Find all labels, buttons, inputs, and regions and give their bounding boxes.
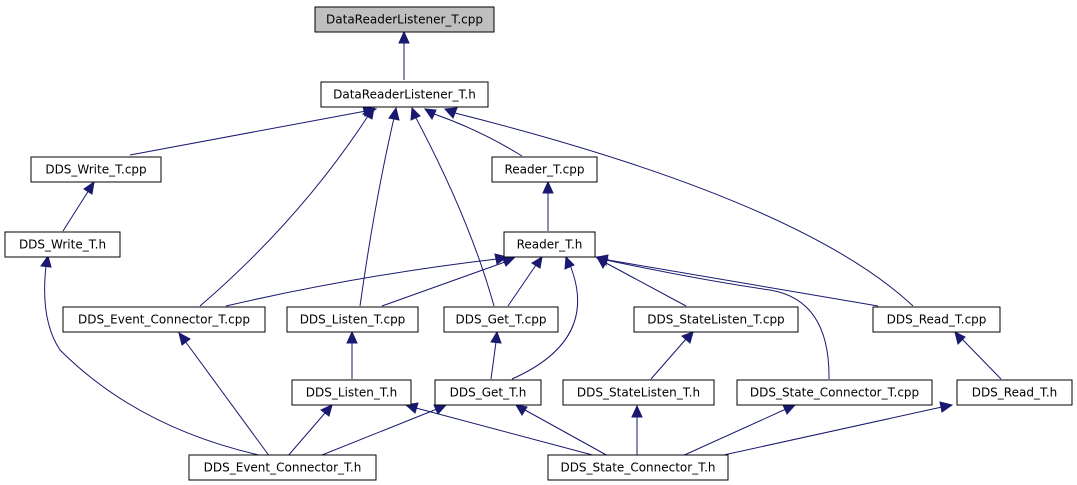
file-label: DataReaderListener_T.h xyxy=(333,88,476,102)
arrowhead xyxy=(782,404,797,415)
file-node-datareaderlistener-t-h[interactable]: DataReaderListener_T.h xyxy=(320,81,489,108)
arrowhead xyxy=(398,30,410,44)
arrowhead xyxy=(388,106,400,121)
arrowhead xyxy=(410,106,421,121)
file-label: DDS_State_Connector_T.cpp xyxy=(750,386,919,400)
file-label: DDS_Get_T.h xyxy=(450,386,527,400)
file-label: DDS_Event_Connector_T.h xyxy=(204,461,362,475)
dependency-edges xyxy=(40,30,1002,459)
file-label: DDS_Event_Connector_T.cpp xyxy=(78,313,250,327)
edge-n17-n12 xyxy=(524,409,611,458)
edge-n4-n2 xyxy=(62,189,90,232)
arrowhead xyxy=(178,332,191,346)
file-node-dds-listen-t-h[interactable]: DDS_Listen_T.h xyxy=(291,379,412,406)
file-label: DDS_StateListen_T.h xyxy=(577,386,700,400)
file-node-dds-read-t-h[interactable]: DDS_Read_T.h xyxy=(956,379,1073,406)
arrowhead xyxy=(346,330,358,344)
edge-n16-n6 xyxy=(184,340,271,458)
arrowhead xyxy=(40,254,52,268)
edge-n3-n1 xyxy=(433,113,523,157)
arrowhead xyxy=(542,180,554,194)
arrowhead xyxy=(423,108,437,121)
file-node-datareaderlistener-t-cpp[interactable]: DataReaderListener_T.cpp xyxy=(314,6,495,33)
edge-n9-n5 xyxy=(605,262,687,307)
edge-n10-n1 xyxy=(454,112,914,307)
file-node-reader-t-h[interactable]: Reader_T.h xyxy=(503,231,596,258)
file-label: Reader_T.h xyxy=(517,238,583,252)
file-label: DDS_Read_T.h xyxy=(972,386,1058,400)
edge-n12-n5 xyxy=(511,264,579,380)
file-node-dds-statelisten-t-cpp[interactable]: DDS_StateListen_T.cpp xyxy=(633,306,799,333)
file-nodes: DataReaderListener_T.cpp DataReaderListe… xyxy=(4,6,1073,481)
file-label: DDS_StateListen_T.cpp xyxy=(647,313,784,327)
edge-n6-n5 xyxy=(225,258,498,307)
edge-n12-n8 xyxy=(490,341,497,380)
arrowhead xyxy=(954,331,966,345)
arrowhead xyxy=(939,401,954,413)
edge-n8-n1 xyxy=(415,117,495,307)
edge-n16-n11 xyxy=(286,412,326,458)
arrowhead xyxy=(490,330,502,344)
edge-n14-n5 xyxy=(605,259,830,380)
edge-n17-n15 xyxy=(709,406,943,459)
edge-n16-n4 xyxy=(44,265,269,458)
file-node-dds-event-connector-t-cpp[interactable]: DDS_Event_Connector_T.cpp xyxy=(62,306,266,333)
arrowhead xyxy=(531,256,543,269)
file-node-dds-write-t-cpp[interactable]: DDS_Write_T.cpp xyxy=(30,156,162,183)
file-label: DDS_Read_T.cpp xyxy=(887,313,987,327)
edge-n17-n11 xyxy=(415,407,601,458)
edge-n15-n10 xyxy=(961,338,1002,380)
file-label: DDS_Listen_T.cpp xyxy=(300,313,406,327)
arrowhead xyxy=(515,404,528,416)
file-node-dds-state-connector-t-cpp[interactable]: DDS_State_Connector_T.cpp xyxy=(736,379,933,406)
edge-n16-n12 xyxy=(316,408,438,458)
arrowhead xyxy=(83,180,95,195)
arrowhead xyxy=(681,331,694,344)
file-label: DDS_State_Connector_T.h xyxy=(560,461,715,475)
arrowhead xyxy=(320,404,333,417)
edge-n7-n5 xyxy=(381,261,506,307)
arrowhead xyxy=(564,255,575,270)
file-node-dds-statelisten-t-h[interactable]: DDS_StateListen_T.h xyxy=(562,379,715,406)
file-label: DDS_Write_T.cpp xyxy=(45,163,146,177)
file-node-dds-get-t-h[interactable]: DDS_Get_T.h xyxy=(434,379,542,406)
file-node-dds-listen-t-cpp[interactable]: DDS_Listen_T.cpp xyxy=(286,306,419,333)
arrowhead xyxy=(361,107,375,120)
file-node-reader-t-cpp[interactable]: Reader_T.cpp xyxy=(491,156,598,183)
arrowhead xyxy=(631,404,643,418)
arrowhead xyxy=(594,255,608,266)
edge-n8-n5 xyxy=(507,264,537,307)
arrowhead xyxy=(443,107,458,119)
edge-n13-n9 xyxy=(650,338,687,380)
file-label: DDS_Write_T.h xyxy=(19,238,106,252)
file-label: DDS_Listen_T.h xyxy=(306,386,397,400)
file-node-dds-state-connector-t-h[interactable]: DDS_State_Connector_T.h xyxy=(547,454,729,481)
file-node-dds-get-t-cpp[interactable]: DDS_Get_T.cpp xyxy=(443,306,559,333)
edge-n6-n1 xyxy=(199,115,369,307)
edge-n10-n5 xyxy=(607,259,879,307)
arrowhead xyxy=(501,256,517,267)
arrowhead xyxy=(433,404,448,415)
file-node-dds-read-t-cpp[interactable]: DDS_Read_T.cpp xyxy=(872,306,1001,333)
edge-n17-n14 xyxy=(679,408,787,458)
file-node-dds-write-t-h[interactable]: DDS_Write_T.h xyxy=(4,231,121,258)
edge-n7-n1 xyxy=(359,117,395,307)
file-label: Reader_T.cpp xyxy=(504,163,584,177)
edge-n2-n1 xyxy=(129,110,367,156)
file-label: DataReaderListener_T.cpp xyxy=(326,13,483,27)
file-node-dds-event-connector-t-h[interactable]: DDS_Event_Connector_T.h xyxy=(188,454,377,481)
file-label: DDS_Get_T.cpp xyxy=(455,313,546,327)
